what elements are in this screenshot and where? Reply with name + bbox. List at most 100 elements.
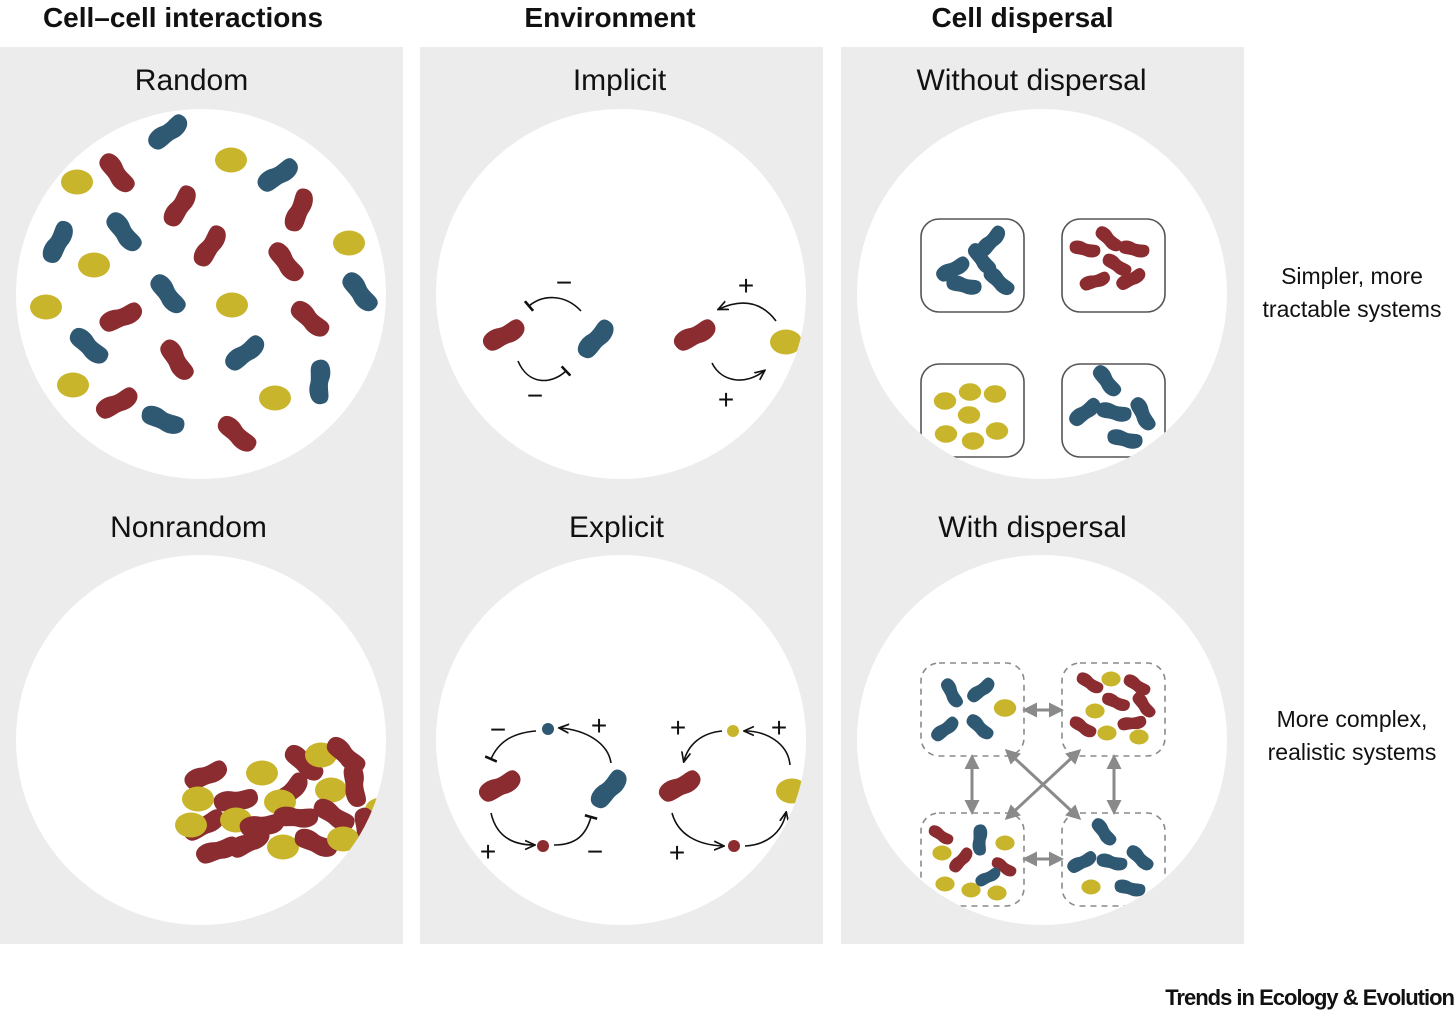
plus-sign: +: [670, 712, 686, 743]
with-dispersal-diagram: [920, 662, 1166, 907]
plus-sign: +: [771, 837, 787, 868]
circle-without-dispersal: [857, 109, 1227, 479]
red-cell: [184, 760, 227, 790]
blue-cell: [1091, 818, 1117, 846]
red-metabolite: [537, 840, 549, 852]
blue-cell: [931, 716, 959, 742]
explicit-interactions-diagram: −++−++++: [478, 710, 806, 868]
red-cell: [273, 806, 319, 828]
yellow-cell: [315, 777, 347, 803]
column-title-environment: Environment: [524, 2, 696, 33]
blue-cell: [141, 405, 185, 434]
red-cell: [658, 770, 701, 802]
blue-cell: [1069, 397, 1101, 427]
yellow-cell: [246, 760, 278, 786]
blue-cell: [1067, 850, 1097, 873]
yellow-cell: [935, 876, 955, 892]
side-label-complex-line2: realistic systems: [1267, 739, 1437, 765]
yellow-cell: [770, 329, 802, 355]
subpopulation-box: [920, 218, 1025, 313]
facilitation-arc: [719, 303, 777, 322]
red-cell: [99, 302, 142, 332]
panel-environment: Implicit −−++ Explicit −++−++++: [420, 47, 823, 944]
label-without-dispersal: Without dispersal: [916, 64, 1147, 97]
blue-cell: [148, 114, 188, 150]
blue-cell: [983, 266, 1015, 296]
blue-cell: [309, 359, 331, 405]
plus-sign: +: [738, 270, 754, 301]
subpopulation-box: [920, 363, 1025, 458]
yellow-cell: [933, 392, 957, 410]
blue-cell: [342, 272, 378, 312]
label-random: Random: [134, 64, 249, 97]
plus-sign: +: [669, 837, 685, 868]
yellow-cell: [987, 885, 1007, 901]
yellow-cell: [1081, 879, 1101, 895]
yellow-cell: [216, 292, 248, 318]
yellow-cell: [983, 385, 1007, 403]
circle-random: [16, 109, 386, 479]
blue-cell: [590, 769, 627, 809]
column-title-interactions: Cell–cell interactions: [42, 2, 324, 33]
blue-cell: [1096, 402, 1132, 422]
journal-footer: Trends in Ecology & Evolution: [1165, 985, 1455, 1010]
side-label-complex: More complex, realistic systems: [1248, 703, 1456, 769]
red-cell: [673, 319, 716, 351]
red-cell: [478, 770, 521, 802]
label-implicit: Implicit: [572, 64, 667, 97]
plus-sign: +: [771, 712, 787, 743]
column-title-dispersal: Cell dispersal: [931, 2, 1114, 33]
red-cell: [290, 300, 330, 337]
red-cell: [95, 387, 138, 419]
yellow-cell: [961, 432, 985, 450]
side-label-simpler: Simpler, more tractable systems: [1248, 260, 1456, 326]
red-cell: [991, 857, 1017, 877]
red-cell: [482, 319, 525, 351]
red-cell: [99, 153, 135, 193]
circle-implicit: −−++: [436, 109, 806, 479]
blue-cell: [941, 678, 964, 708]
blue-cell: [972, 824, 988, 856]
blue-cell: [257, 158, 298, 192]
red-cell: [359, 830, 382, 876]
minus-sign: −: [587, 836, 603, 867]
facilitation-arc: [711, 362, 764, 381]
blue-cell: [967, 677, 995, 703]
blue-cell: [975, 867, 1001, 887]
yellow-cell: [182, 786, 214, 812]
red-cell: [239, 814, 285, 837]
red-cell: [1118, 240, 1150, 258]
random-cells-diagram: [30, 114, 378, 452]
red-cell: [1102, 253, 1132, 276]
blue-cell: [1130, 397, 1156, 431]
blue-cell: [936, 256, 970, 282]
yellow-cell: [932, 845, 952, 861]
red-cell: [1123, 674, 1151, 696]
yellow-cell: [267, 834, 299, 860]
red-cell: [160, 339, 194, 380]
yellow-cell: [1097, 725, 1117, 741]
red-cell: [1132, 692, 1156, 718]
inhibition-arc: [553, 814, 598, 846]
implicit-interactions-diagram: −−++: [482, 267, 802, 415]
panel-interactions: Random Nonrandom: [0, 47, 403, 944]
yellow-cell: [1129, 729, 1149, 745]
red-cell: [343, 762, 366, 808]
minus-sign: −: [490, 714, 506, 745]
yellow-cell: [1101, 671, 1121, 687]
yellow-cell: [934, 425, 958, 443]
red-cell: [1095, 226, 1123, 252]
blue-cell: [42, 220, 73, 263]
red-cell: [213, 789, 259, 812]
inhibition-arc: [523, 296, 582, 312]
yellow-cell: [961, 882, 981, 898]
side-label-simpler-line1: Simpler, more: [1281, 263, 1423, 289]
yellow-cell: [993, 699, 1017, 717]
facilitation-arc: [671, 812, 723, 846]
red-cell: [193, 225, 226, 267]
yellow-cell: [333, 230, 365, 256]
red-cell: [1069, 716, 1097, 738]
red-cell: [949, 847, 973, 873]
blue-cell: [69, 327, 109, 364]
blue-cell: [946, 275, 982, 295]
